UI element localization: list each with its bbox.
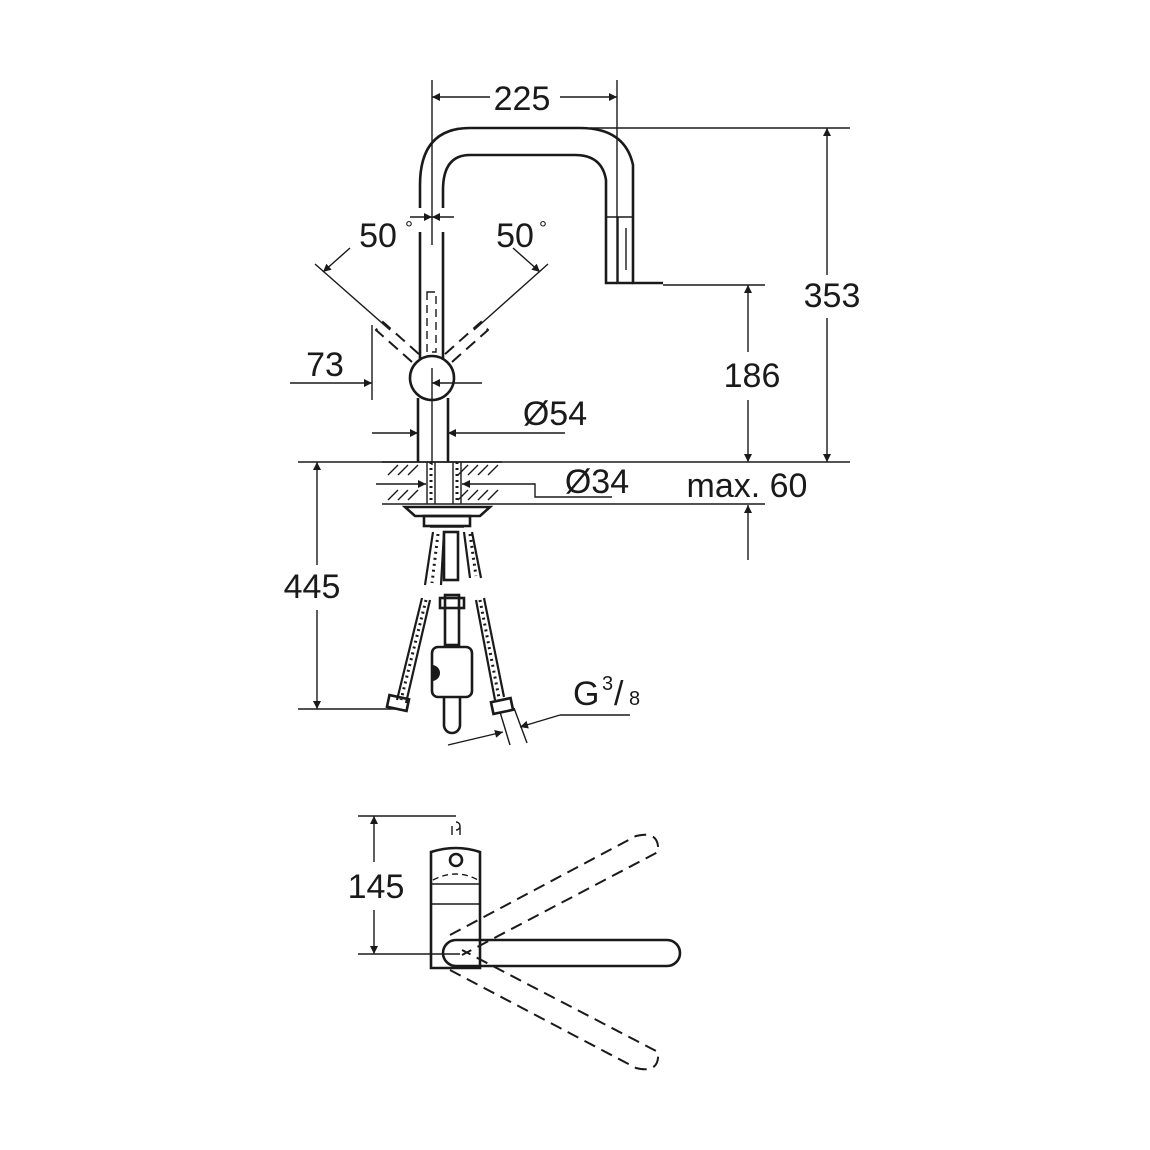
lever-clearance-value: 73 <box>306 346 344 384</box>
total-height-value: 353 <box>804 277 861 315</box>
lever-angle-right-value: 50 <box>496 217 534 255</box>
thread-letter: G <box>573 675 599 713</box>
dim-below-counter: 445 <box>284 462 398 710</box>
dim-lever-angles: 50 ° 50 ° <box>314 213 549 331</box>
hole-diameter-value: Ø34 <box>565 463 629 501</box>
dim-max-thickness: max. 60 <box>502 467 807 560</box>
dim-top-depth: 145 <box>348 815 460 955</box>
max-thickness-value: max. 60 <box>687 467 808 505</box>
dim-connection-thread: G 3 / 8 <box>447 673 640 746</box>
lever-positions <box>374 320 490 363</box>
dim-outlet-height: 186 <box>663 284 781 462</box>
dim-spout-reach: 225 <box>431 80 618 283</box>
thread-slash: / <box>614 675 624 713</box>
dim-total-height: 353 <box>590 127 861 462</box>
dim-lever-clearance: 73 <box>290 325 482 400</box>
degree-symbol-right: ° <box>539 218 547 240</box>
side-view: 225 353 186 50 ° 50 ° <box>284 80 861 746</box>
outlet-height-value: 186 <box>724 357 781 395</box>
spout-reach-value: 225 <box>494 80 551 118</box>
body-diameter-value: Ø54 <box>523 395 587 433</box>
below-counter-value: 445 <box>284 568 341 606</box>
supply-hoses <box>385 530 528 746</box>
faucet-body-top <box>429 821 482 970</box>
countertop-section <box>298 461 850 528</box>
thread-numerator: 3 <box>602 673 613 695</box>
lever-handle-top <box>441 938 682 968</box>
thread-denominator: 8 <box>629 688 640 710</box>
dim-hole-diameter: Ø34 <box>376 463 629 501</box>
top-depth-value: 145 <box>348 868 405 906</box>
lever-angle-left-value: 50 <box>359 217 397 255</box>
dim-body-diameter: Ø54 <box>372 395 587 462</box>
degree-symbol-left: ° <box>405 218 413 240</box>
lever-positions-top <box>449 833 660 1071</box>
